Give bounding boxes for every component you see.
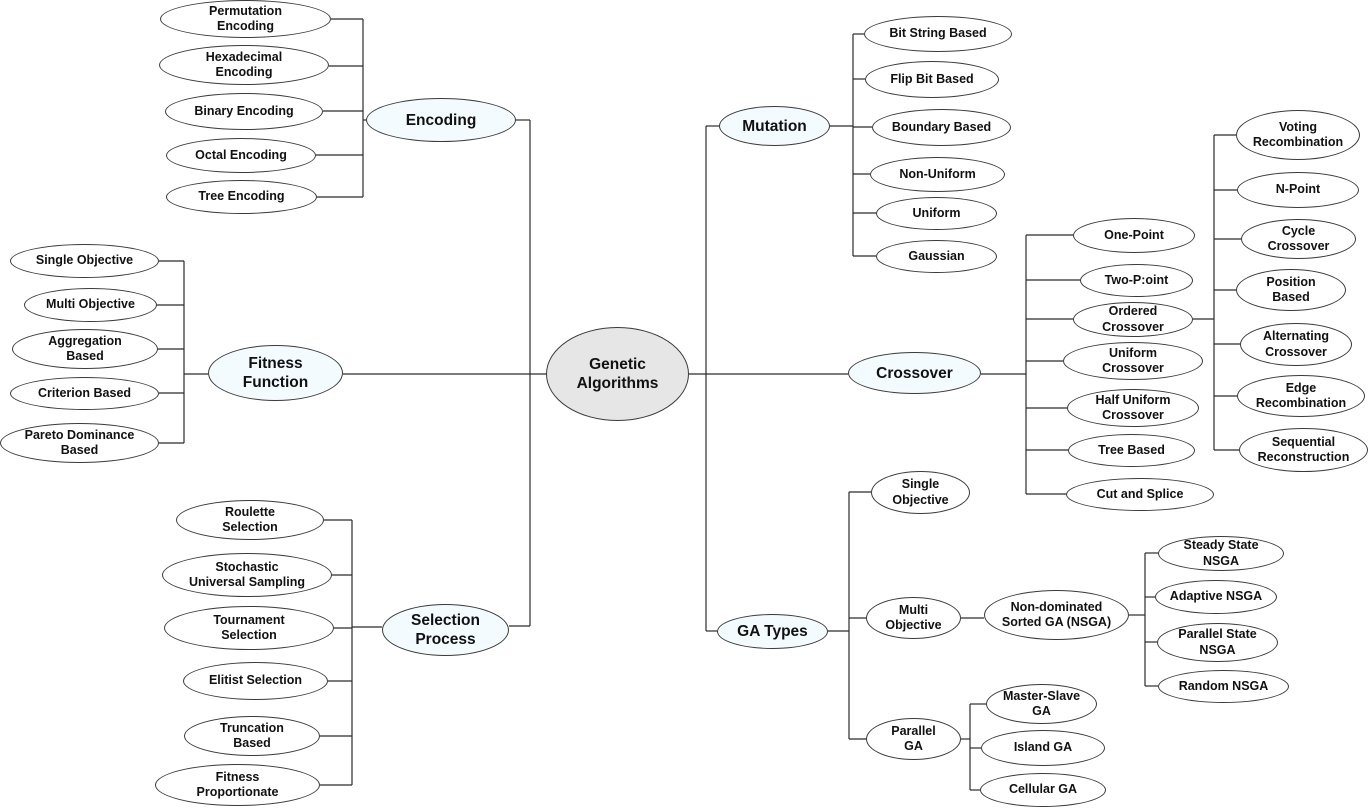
encoding-item: Tree Encoding — [166, 180, 317, 214]
ordered-crossover-item: Alternating Crossover — [1240, 323, 1352, 366]
mutation-item: Bit String Based — [864, 16, 1012, 52]
crossover-item: Tree Based — [1068, 434, 1195, 467]
crossover-item: Two-P:oint — [1080, 264, 1193, 297]
ordered-crossover-item: Position Based — [1236, 269, 1346, 311]
selection-item: Elitist Selection — [183, 662, 328, 700]
fitness-item: Single Objective — [10, 244, 159, 278]
encoding-item: Hexadecimal Encoding — [159, 45, 329, 85]
parallel-ga-item: Island GA — [981, 730, 1105, 766]
ordered-crossover-item: Cycle Crossover — [1241, 219, 1356, 259]
ordered-crossover-item: N-Point — [1237, 172, 1359, 208]
encoding-item: Octal Encoding — [166, 138, 316, 173]
selection-item: Roulette Selection — [176, 500, 324, 540]
ga-type-item: Multi Objective — [866, 597, 961, 639]
selection-item: Truncation Based — [184, 716, 320, 756]
selection-item: Fitness Proportionate — [155, 764, 320, 806]
nsga-item: Parallel State NSGA — [1157, 623, 1278, 662]
selection-item: Stochastic Universal Sampling — [162, 553, 332, 597]
parallel-ga-item: Cellular GA — [980, 773, 1106, 807]
nsga-item: Adaptive NSGA — [1155, 580, 1277, 614]
fitness-item: Multi Objective — [24, 288, 157, 322]
ordered-crossover-item: Edge Recombination — [1237, 375, 1365, 417]
fitness-item: Criterion Based — [10, 377, 159, 410]
mutation-item: Uniform — [876, 197, 997, 230]
category-selection-process: Selection Process — [382, 604, 509, 656]
ga-type-item: Single Objective — [871, 471, 970, 514]
ordered-crossover-item: Voting Recombination — [1236, 110, 1360, 160]
category-mutation: Mutation — [719, 106, 830, 146]
category-encoding: Encoding — [366, 98, 516, 142]
crossover-item: Ordered Crossover — [1073, 302, 1193, 337]
crossover-item: Cut and Splice — [1066, 478, 1214, 511]
nsga-item: Random NSGA — [1158, 670, 1289, 703]
fitness-item: Pareto Dominance Based — [0, 423, 159, 463]
crossover-item: Uniform Crossover — [1063, 342, 1203, 380]
mutation-item: Non-Uniform — [870, 157, 1005, 192]
crossover-item: Half Uniform Crossover — [1067, 389, 1199, 427]
mutation-item: Boundary Based — [872, 109, 1011, 146]
parallel-ga-item: Master-Slave GA — [986, 684, 1097, 724]
mutation-item: Flip Bit Based — [865, 61, 999, 98]
encoding-item: Permutation Encoding — [160, 0, 331, 38]
nsga-item: Steady State NSGA — [1158, 536, 1284, 571]
mutation-item: Gaussian — [876, 240, 997, 273]
category-fitness-function: Fitness Function — [208, 345, 343, 401]
nsga-node: Non-dominated Sorted GA (NSGA) — [984, 590, 1129, 640]
root-genetic-algorithms: Genetic Algorithms — [546, 327, 689, 421]
category-ga-types: GA Types — [717, 614, 828, 649]
fitness-item: Aggregation Based — [12, 329, 158, 369]
category-crossover: Crossover — [848, 352, 981, 394]
selection-item: Tournament Selection — [164, 606, 334, 650]
encoding-item: Binary Encoding — [165, 93, 323, 130]
ga-type-item: Parallel GA — [866, 718, 961, 760]
ordered-crossover-item: Sequential Reconstruction — [1239, 428, 1368, 472]
crossover-item: One-Point — [1073, 218, 1195, 253]
